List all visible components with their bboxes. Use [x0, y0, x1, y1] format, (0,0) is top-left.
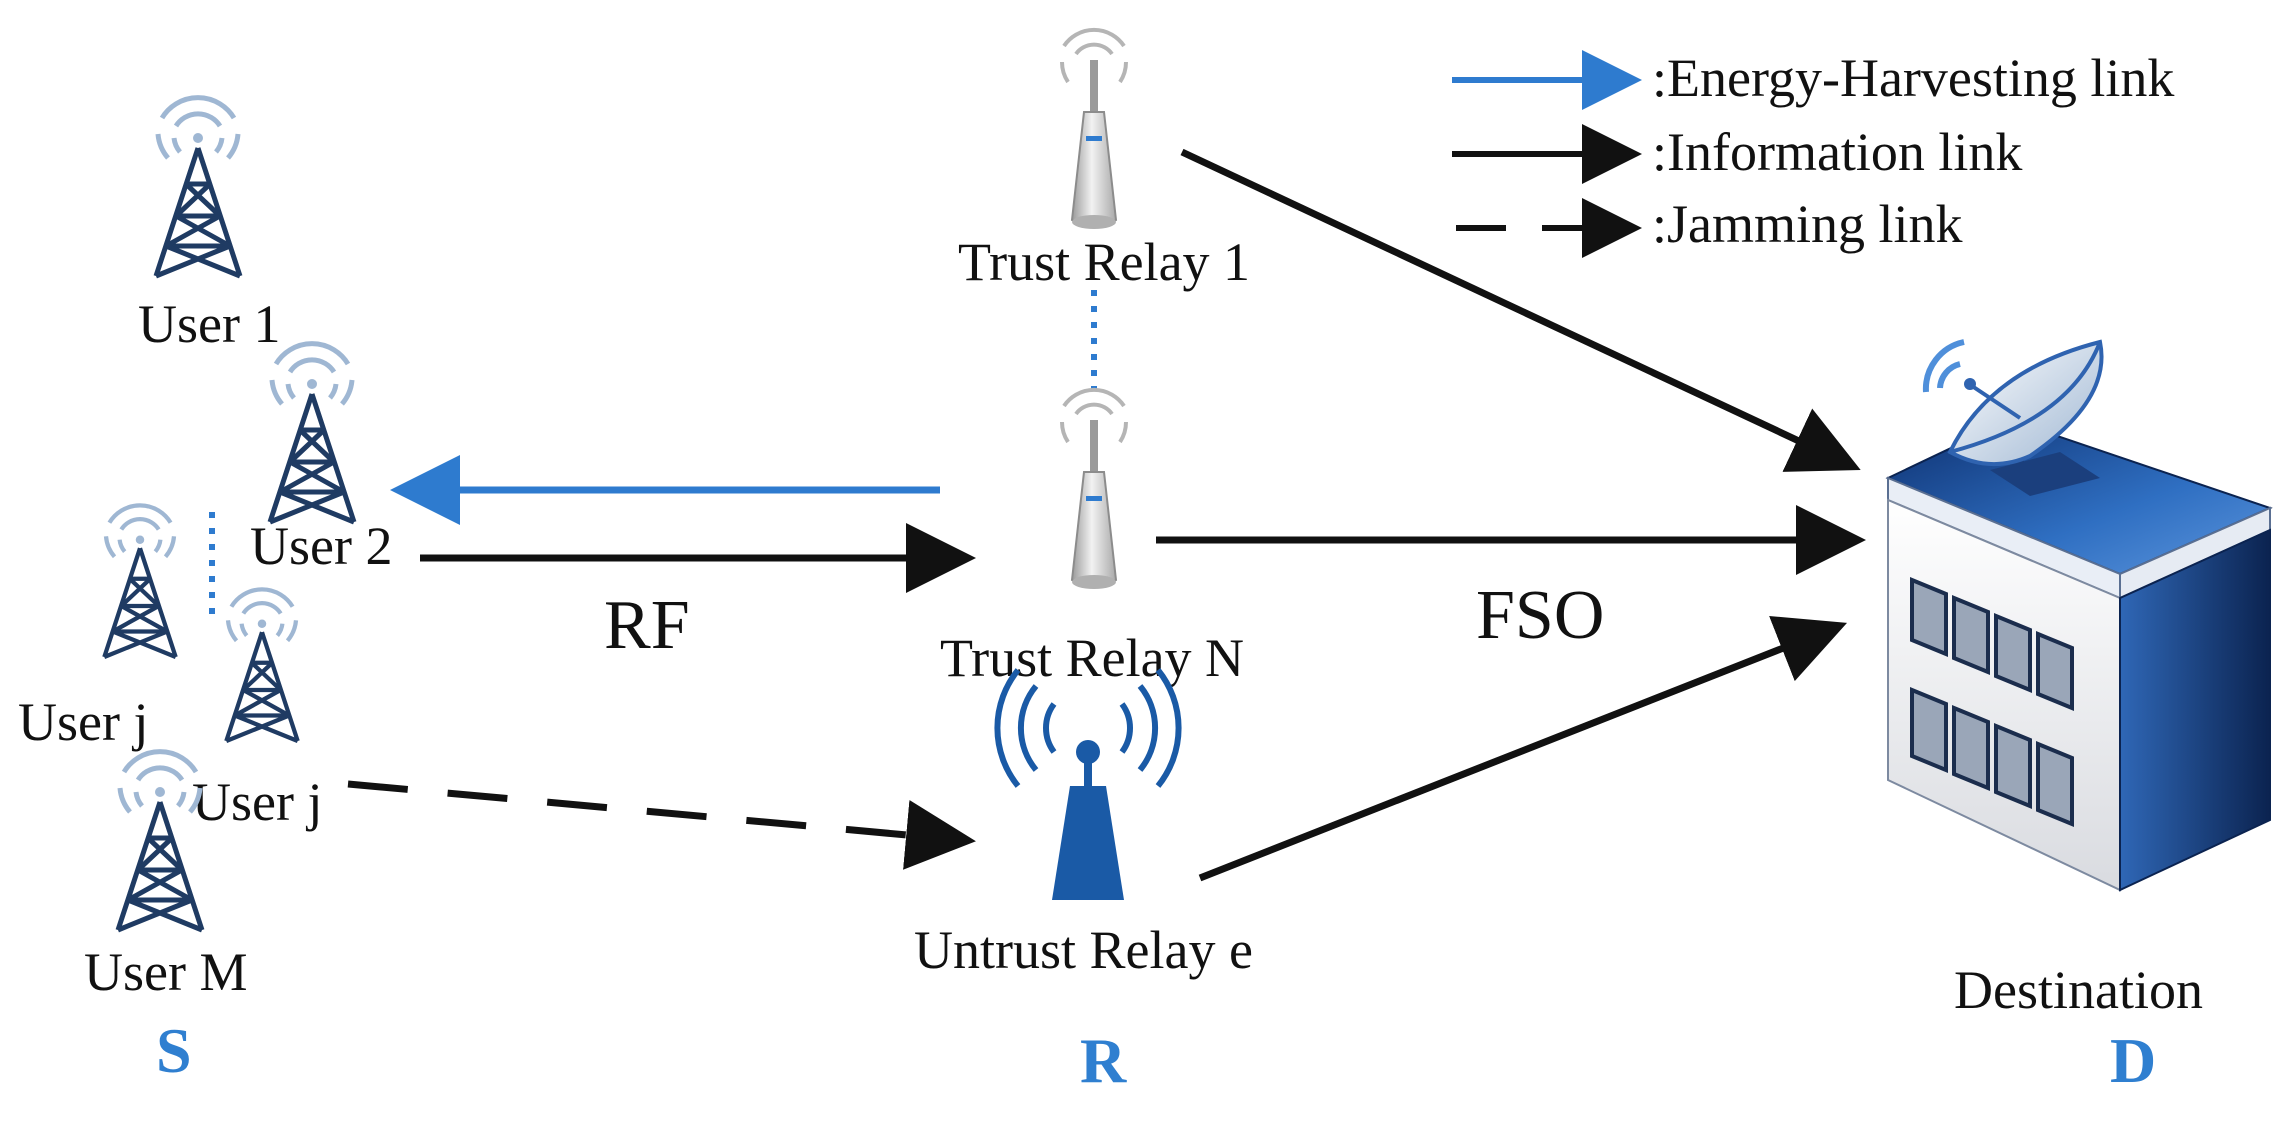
antenna-tower-icon [118, 752, 202, 930]
user-1: User 1 [138, 98, 280, 354]
jamming-legend-label: :Jamming link [1652, 194, 1963, 254]
relay-antenna-icon [1059, 387, 1129, 591]
broadcast-tower-icon [994, 668, 1182, 900]
antenna-tower-icon [270, 344, 354, 522]
antenna-tower-icon [104, 505, 175, 657]
user-2-label: User 2 [250, 516, 392, 576]
antenna-tower-icon [156, 98, 240, 276]
untrust-relay-e-label: Untrust Relay e [914, 920, 1253, 980]
destination-label: Destination [1954, 960, 2203, 1020]
satellite-building-icon [1885, 339, 2273, 892]
user-m-label: User M [84, 942, 247, 1002]
user-2: User 2 [250, 344, 392, 576]
user-j-right: User j [192, 589, 322, 832]
fso-label: FSO [1476, 577, 1604, 654]
trust-relay-n-label: Trust Relay N [940, 628, 1244, 688]
trust-relay-n: Trust Relay N [940, 387, 1244, 688]
legend: :Energy-Harvesting link :Information lin… [1452, 48, 2174, 258]
user-m: User M [84, 752, 247, 1002]
antenna-tower-icon [226, 589, 297, 741]
user-j-left-label: User j [18, 692, 148, 752]
user-j-left: User j [18, 505, 176, 752]
energy-harvesting-legend-label: :Energy-Harvesting link [1652, 48, 2174, 108]
information-legend-label: :Information link [1652, 122, 2022, 182]
links [347, 148, 1866, 882]
destination-group-label: D [2110, 1025, 2156, 1096]
fso-link-untrust-relay [1198, 615, 1848, 882]
rf-label: RF [604, 587, 690, 664]
untrust-relay-e: Untrust Relay e [914, 668, 1253, 980]
trust-relay-1: Trust Relay 1 [958, 27, 1250, 292]
source-group-label: S [156, 1015, 192, 1086]
user-j-right-label: User j [192, 772, 322, 832]
relay-group-label: R [1080, 1025, 1127, 1096]
relay-antenna-icon [1059, 27, 1129, 232]
trust-relay-1-label: Trust Relay 1 [958, 232, 1250, 292]
jamming-link [347, 780, 976, 870]
destination: Destination [1885, 339, 2273, 1020]
fso-link-relay-1 [1180, 148, 1861, 472]
user-1-label: User 1 [138, 294, 280, 354]
